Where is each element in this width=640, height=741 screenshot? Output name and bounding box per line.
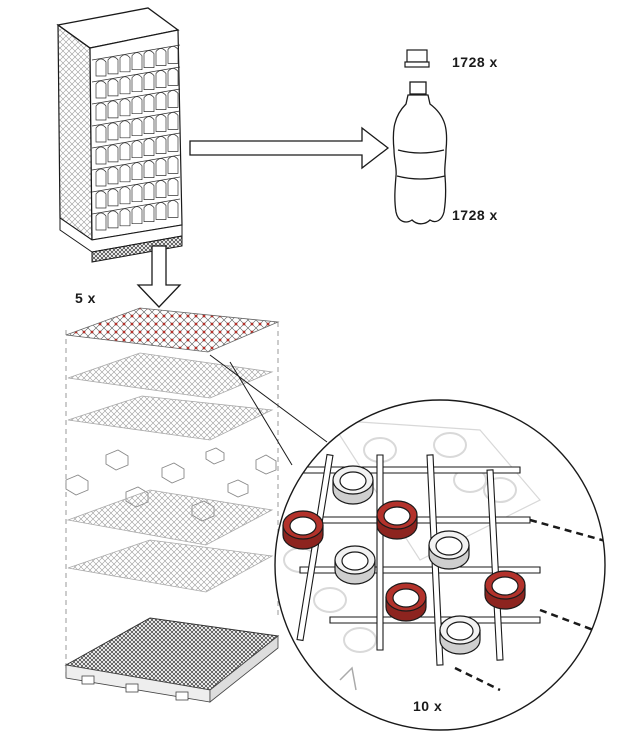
layers-count-label: 5 x <box>75 290 96 306</box>
zoom-leader-lines <box>209 354 328 466</box>
red-cap-layer <box>65 307 280 353</box>
pet-bottle-icon <box>392 81 448 225</box>
rings-count-label: 10 x <box>413 698 443 714</box>
tray-layer <box>67 395 274 441</box>
magnifier-circle-icon <box>274 399 606 731</box>
bottles-count-label: 1728 x <box>452 207 498 223</box>
tray-layer <box>67 352 274 399</box>
arrow-right-icon <box>189 126 390 170</box>
tray-layer <box>66 489 274 546</box>
exploded-layers <box>64 307 280 703</box>
arrow-down-icon <box>136 245 182 308</box>
bottle-cap-icon <box>404 49 430 68</box>
pallet-stack-icon <box>56 7 183 263</box>
caps-count-label: 1728 x <box>452 54 498 70</box>
tray-layer <box>67 539 274 593</box>
